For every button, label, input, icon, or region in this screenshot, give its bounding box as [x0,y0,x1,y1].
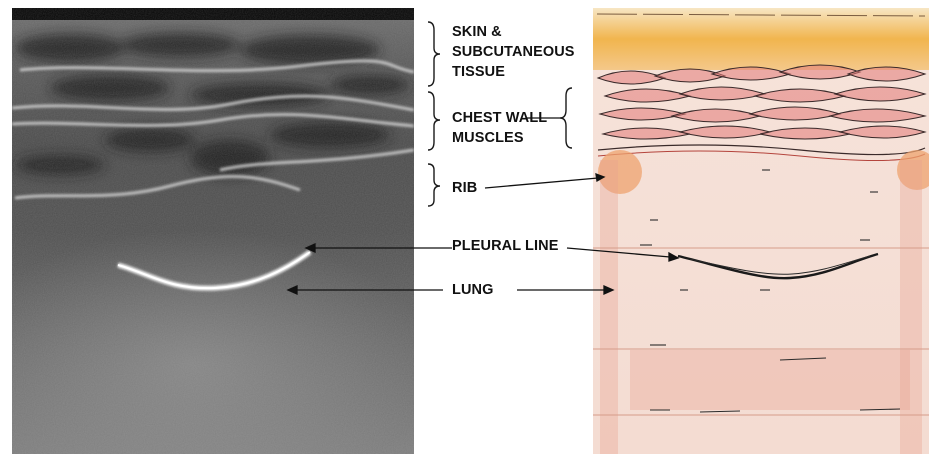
label-chest-wall-muscles: CHEST WALL MUSCLES [452,108,547,148]
label-rib: RIB [452,178,477,198]
ultrasound-image [12,8,414,454]
muscles-bracket [428,92,440,150]
muscles-bracket-right [560,88,572,148]
anatomical-drawing [593,8,934,454]
rib-bracket [428,164,440,206]
label-lung: LUNG [452,280,493,300]
skin-bracket [428,22,440,86]
label-pleural-line: PLEURAL LINE [452,236,558,256]
label-skin-subcutaneous: SKIN & SUBCUTANEOUS TISSUE [452,22,575,82]
skin-layer [593,8,929,70]
